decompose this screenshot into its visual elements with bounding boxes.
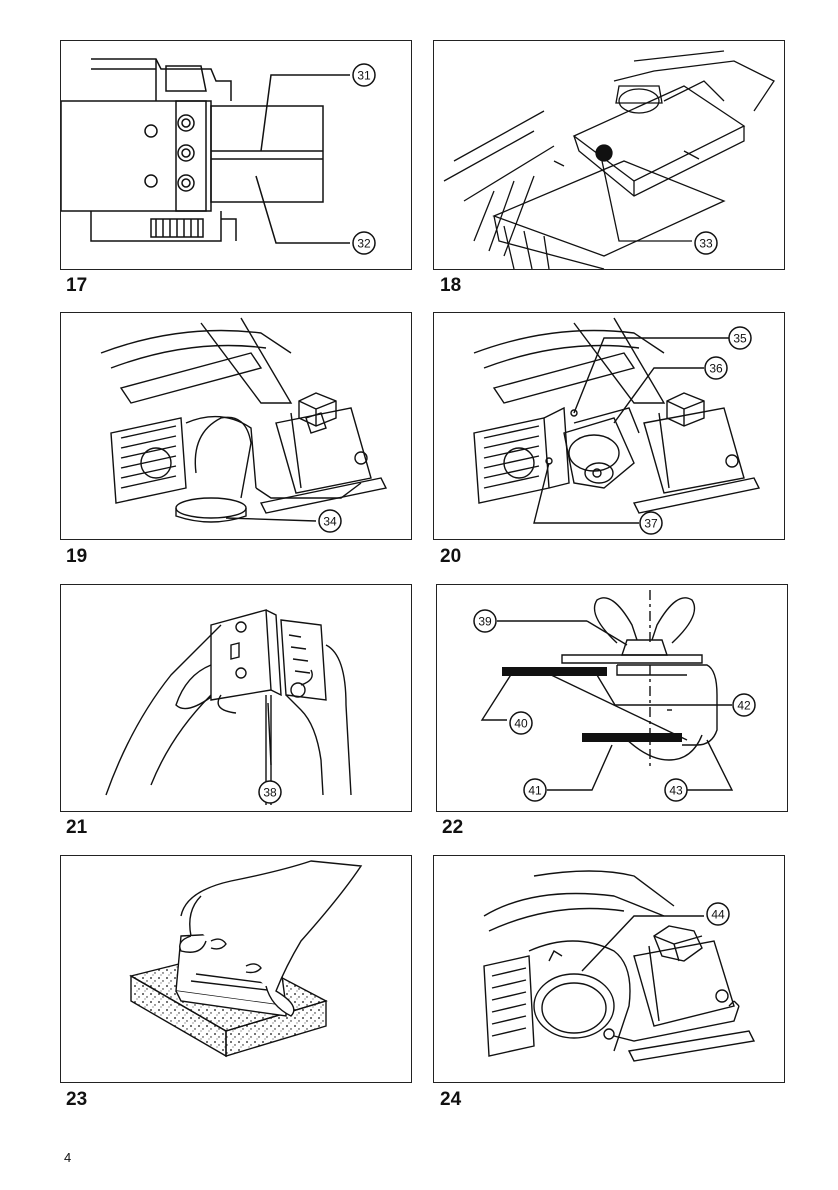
svg-text:42: 42 [737,699,751,713]
svg-text:31: 31 [357,69,371,83]
figure-21-illustration: 38 [61,585,411,811]
svg-text:36: 36 [709,362,723,376]
figure-22-panel: 39 40 41 42 43 [436,584,788,812]
figure-22-number: 22 [442,818,463,838]
figure-23-panel [60,855,412,1083]
svg-text:39: 39 [478,615,492,629]
figure-17-number: 17 [66,276,87,296]
svg-text:34: 34 [323,515,337,529]
svg-text:33: 33 [699,237,713,251]
callout-35: 35 [729,327,751,349]
figure-17-illustration: 31 32 [61,41,411,269]
figure-24-number: 24 [440,1090,461,1110]
page-number: 4 [64,1150,71,1165]
figure-24-panel: 44 [433,855,785,1083]
callout-36: 36 [705,357,727,379]
figure-23-number: 23 [66,1090,87,1110]
figure-19-panel: 34 [60,312,412,540]
callout-43: 43 [665,779,687,801]
svg-text:32: 32 [357,237,371,251]
callout-42: 42 [733,694,755,716]
svg-text:44: 44 [711,908,725,922]
callout-41: 41 [524,779,546,801]
figure-18-illustration: 33 [434,41,784,269]
callout-32: 32 [353,232,375,254]
callout-37: 37 [640,512,662,534]
svg-text:38: 38 [263,786,277,800]
figure-21-number: 21 [66,818,87,838]
figure-23-illustration [61,856,411,1082]
svg-text:40: 40 [514,717,528,731]
callout-33: 33 [695,232,717,254]
figure-24-illustration: 44 [434,856,784,1082]
svg-text:35: 35 [733,332,747,346]
figure-21-panel: 38 [60,584,412,812]
figure-18-panel: 33 [433,40,785,270]
callout-31: 31 [353,64,375,86]
figure-17-panel: 31 32 [60,40,412,270]
figure-22-illustration: 39 40 41 42 43 [437,585,787,811]
figure-20-panel: 35 36 37 [433,312,785,540]
figure-19-number: 19 [66,547,87,567]
callout-38: 38 [259,781,281,803]
svg-text:41: 41 [528,784,542,798]
figure-20-number: 20 [440,547,461,567]
svg-text:43: 43 [669,784,683,798]
callout-34: 34 [319,510,341,532]
callout-44: 44 [707,903,729,925]
figure-18-number: 18 [440,276,461,296]
svg-text:37: 37 [644,517,658,531]
callout-39: 39 [474,610,496,632]
blade-lower [582,733,682,742]
figure-19-illustration: 34 [61,313,411,539]
callout-40: 40 [510,712,532,734]
blade-upper [502,667,607,676]
figure-20-illustration: 35 36 37 [434,313,784,539]
